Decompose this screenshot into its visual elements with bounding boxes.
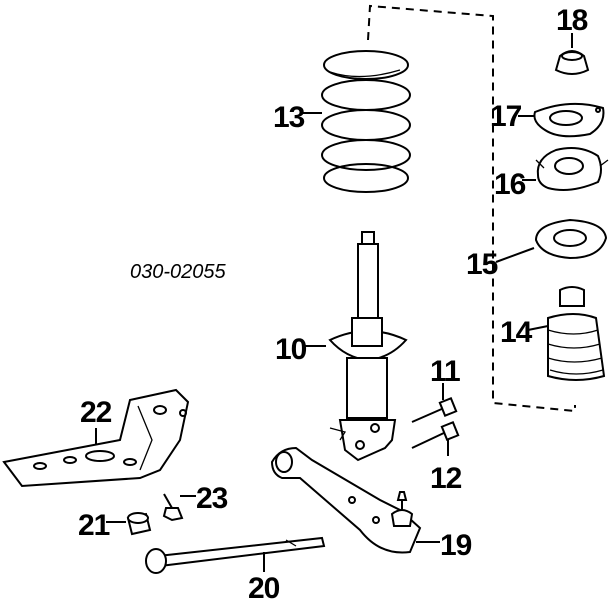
- bolt-lower: [411, 420, 460, 449]
- callout-11: 11: [430, 355, 460, 388]
- callout-21: 21: [78, 509, 110, 542]
- callout-19: 19: [440, 529, 472, 562]
- callout-10: 10: [275, 333, 307, 366]
- callout-22: 22: [80, 396, 112, 429]
- bolt-upper: [411, 396, 458, 423]
- bump-stop-boot: [547, 286, 606, 381]
- callout-20: 20: [248, 572, 280, 600]
- dust-cap: [554, 33, 590, 75]
- leader-15: [495, 247, 535, 263]
- bolt-23: [162, 493, 184, 522]
- callout-12: 12: [430, 462, 462, 495]
- bearing-plate: [533, 102, 605, 138]
- callout-15: 15: [466, 248, 498, 281]
- coil-spring: [321, 50, 411, 193]
- spring-seat: [534, 218, 608, 260]
- crossmember-bracket: [2, 388, 190, 488]
- leader-14: [527, 325, 549, 331]
- callout-13: 13: [273, 101, 305, 134]
- callout-18: 18: [556, 4, 588, 37]
- bushing: [126, 512, 152, 536]
- callout-23: 23: [196, 482, 228, 515]
- lower-control-arm: [270, 446, 422, 554]
- strut-mount: [535, 147, 609, 191]
- strut-assembly: [328, 231, 408, 462]
- callout-14: 14: [500, 316, 533, 349]
- callout-17: 17: [490, 100, 522, 133]
- assembly-outline: [367, 4, 576, 413]
- callout-16: 16: [494, 168, 526, 201]
- part-code: 030-02055: [130, 261, 227, 283]
- stabilizer-link-rod: [145, 536, 326, 574]
